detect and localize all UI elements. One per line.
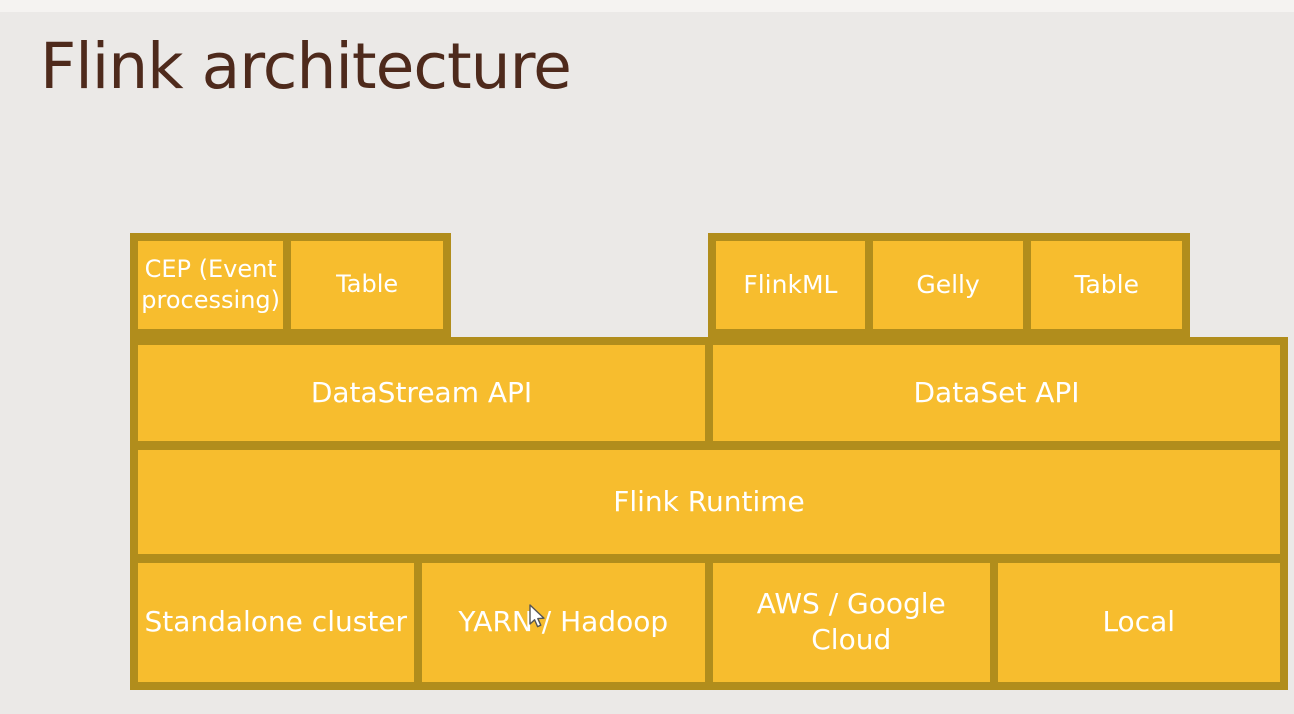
box-yarn-hadoop: YARN / Hadoop <box>421 562 705 682</box>
box-flink-runtime: Flink Runtime <box>138 450 1280 554</box>
page-title: Flink architecture <box>40 30 572 103</box>
row-deployment: Standalone cluster YARN / Hadoop AWS / G… <box>138 562 1280 682</box>
box-gelly: Gelly <box>872 241 1024 329</box>
row-apis: DataStream API DataSet API <box>138 345 1280 442</box>
main-stack-container: DataStream API DataSet API Flink Runtime… <box>130 337 1288 690</box>
box-standalone-cluster: Standalone cluster <box>138 562 414 682</box>
box-datastream-api: DataStream API <box>138 345 705 442</box>
box-dataset-api: DataSet API <box>713 345 1280 442</box>
top-strip <box>0 0 1294 12</box>
box-table-batch: Table <box>1031 241 1182 329</box>
box-aws-google-cloud: AWS / Google Cloud <box>713 562 990 682</box>
box-local: Local <box>997 562 1280 682</box>
box-cep-event-processing: CEP (Event processing) <box>138 241 284 329</box>
row-runtime: Flink Runtime <box>138 450 1280 554</box>
group-batch-libraries: FlinkML Gelly Table <box>708 233 1190 337</box>
box-table-stream: Table <box>291 241 443 329</box>
box-flinkml: FlinkML <box>716 241 865 329</box>
group-stream-libraries: CEP (Event processing) Table <box>130 233 451 337</box>
